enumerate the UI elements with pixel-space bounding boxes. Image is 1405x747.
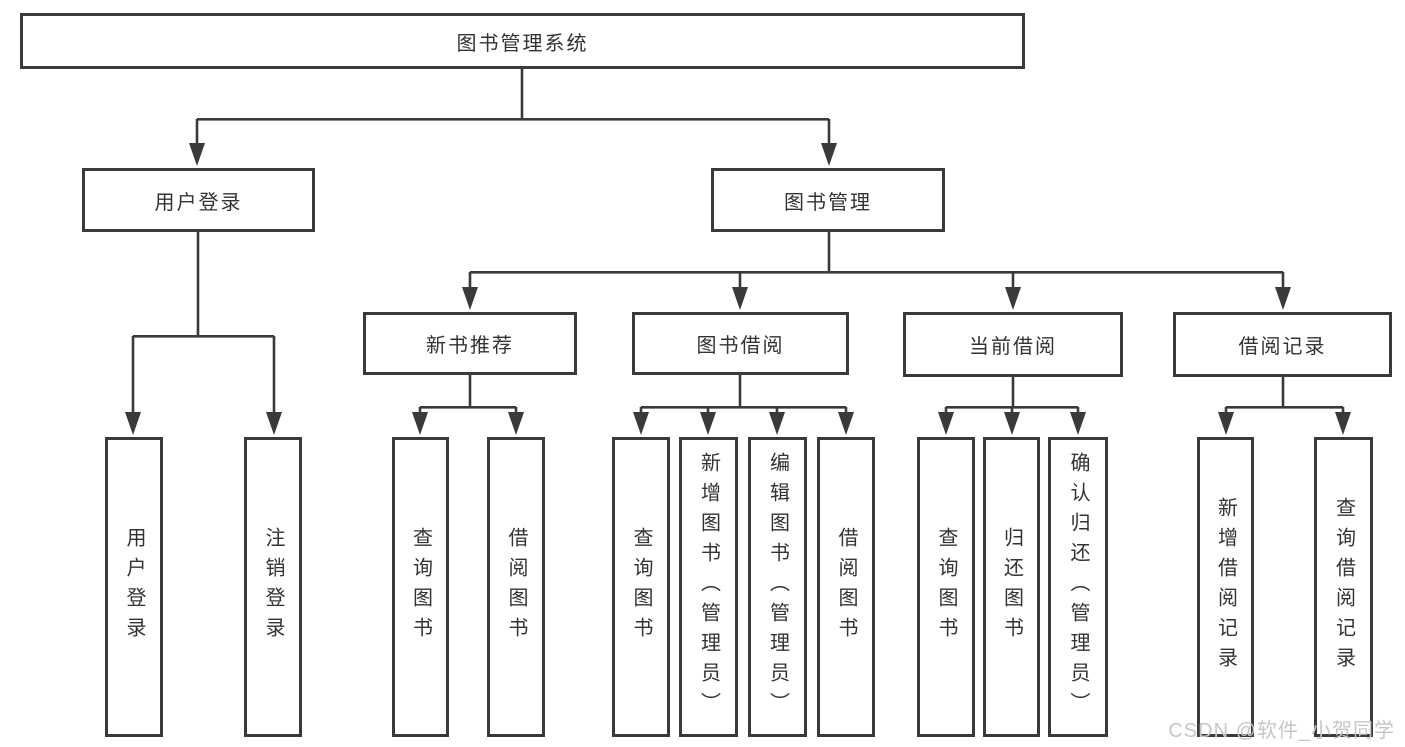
- leaf-edit-books-admin-label: 编辑图书（管理员）: [766, 452, 789, 722]
- node-borrowing-records: 借阅记录: [1173, 312, 1392, 377]
- leaf-borrow-books-recommend: 借阅图书: [487, 437, 545, 737]
- leaf-query-books-current: 查询图书: [917, 437, 975, 737]
- node-root-label: 图书管理系统: [456, 32, 589, 55]
- leaf-add-books-admin: 新增图书（管理员）: [679, 437, 738, 737]
- arrowhead-group: [125, 143, 1351, 435]
- leaf-add-books-admin-label: 新增图书（管理员）: [697, 452, 720, 722]
- leaf-add-borrow-record-label: 新增借阅记录: [1214, 497, 1237, 677]
- leaf-query-books-borrowing: 查询图书: [612, 437, 670, 737]
- node-book-borrowing: 图书借阅: [632, 312, 849, 375]
- leaf-query-books-current-label: 查询图书: [935, 527, 957, 647]
- leaf-edit-books-admin: 编辑图书（管理员）: [748, 437, 807, 737]
- leaf-query-borrow-record: 查询借阅记录: [1314, 437, 1373, 737]
- node-new-book-recommend: 新书推荐: [363, 312, 577, 375]
- leaf-add-borrow-record: 新增借阅记录: [1197, 437, 1254, 737]
- leaf-query-books-borrowing-label: 查询图书: [630, 527, 652, 647]
- leaf-return-books-label: 归还图书: [1000, 527, 1023, 647]
- leaf-user-login-label: 用户登录: [123, 527, 145, 647]
- node-root: 图书管理系统: [20, 13, 1025, 69]
- node-borrowing-records-label: 借阅记录: [1238, 336, 1327, 358]
- leaf-query-books-recommend: 查询图书: [392, 437, 449, 737]
- leaf-borrow-books-borrowing-label: 借阅图书: [835, 527, 857, 647]
- leaf-query-books-recommend-label: 查询图书: [409, 527, 432, 647]
- leaf-query-borrow-record-label: 查询借阅记录: [1332, 497, 1355, 677]
- node-book-management: 图书管理: [711, 168, 945, 232]
- leaf-logout-login: 注销登录: [244, 437, 302, 737]
- node-new-book-recommend-label: 新书推荐: [426, 335, 514, 357]
- leaf-logout-login-label: 注销登录: [262, 527, 284, 647]
- leaf-confirm-return-admin: 确认归还（管理员）: [1048, 437, 1108, 737]
- node-book-borrowing-label: 图书借阅: [696, 335, 785, 357]
- node-user-login-label: 用户登录: [154, 191, 243, 214]
- leaf-return-books: 归还图书: [983, 437, 1040, 737]
- node-current-borrowing: 当前借阅: [903, 312, 1123, 377]
- leaf-user-login: 用户登录: [105, 437, 163, 737]
- leaf-borrow-books-recommend-label: 借阅图书: [505, 527, 527, 647]
- watermark-text: CSDN @软件_小贺同学: [1168, 720, 1395, 742]
- node-user-login: 用户登录: [82, 168, 315, 232]
- node-current-borrowing-label: 当前借阅: [969, 336, 1057, 358]
- node-book-management-label: 图书管理: [784, 191, 872, 214]
- leaf-confirm-return-admin-label: 确认归还（管理员）: [1067, 452, 1089, 722]
- leaf-borrow-books-borrowing: 借阅图书: [817, 437, 875, 737]
